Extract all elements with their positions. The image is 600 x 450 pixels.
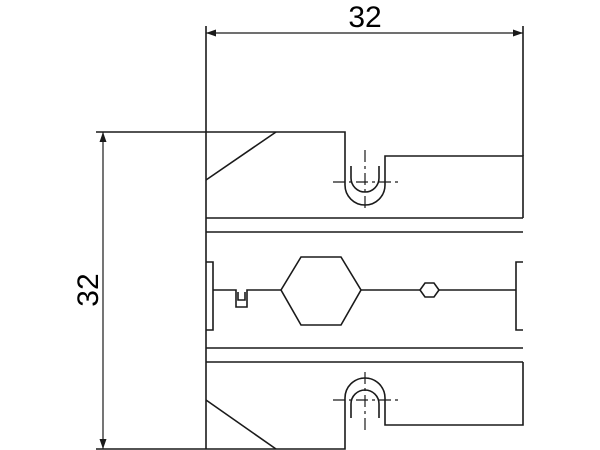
lower-die-chamfer [205,399,277,450]
hexagon-crimp-cavity-large [280,256,362,326]
upper-die-outline [206,131,524,218]
crimp-profile-section [206,256,523,331]
hexagon-crimp-cavity-small [419,282,440,298]
upper-die-chamfer [205,131,277,181]
height-dimension [96,131,276,450]
lower-die-outline [276,362,524,450]
width-dimension [205,26,524,156]
lower-die-half [205,347,524,450]
crimp-small-slot [237,292,246,301]
crimp-left-relief [206,261,214,331]
crimp-right-relief [515,261,523,331]
height-dimension-label: 32 [72,273,105,306]
width-dimension-label: 32 [348,1,381,34]
crimp-profile-upper-edge [213,289,281,308]
